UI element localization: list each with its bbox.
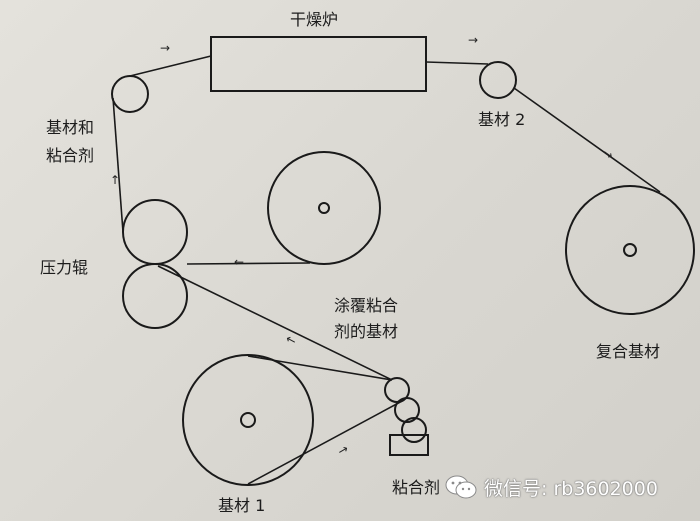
label-coated-line2: 剂的基材 (334, 322, 399, 341)
label-substrate-adhesive-line1: 基材和 (46, 118, 95, 137)
web-nip-to-middle-reel (186, 262, 311, 265)
substrate-1-reel-hub (240, 412, 256, 428)
web-coater-to-nip (157, 265, 393, 381)
dryer-oven (210, 36, 427, 92)
middle-reel-hub (318, 202, 330, 214)
web-vertical-left (112, 97, 124, 233)
web-substrate1-top-to-coater (247, 355, 393, 381)
composite-reel-hub (623, 243, 637, 257)
substrate-2-roller (479, 61, 517, 99)
wechat-icon (445, 475, 477, 499)
arrow-icon: ↑ (110, 173, 121, 187)
label-adhesive: 粘合剂 (392, 478, 441, 497)
web-roller2-to-composite (513, 87, 661, 193)
adhesive-tray (389, 434, 429, 456)
arrow-icon: ← (234, 255, 245, 269)
substrate-1-reel (182, 354, 314, 486)
web-to-dryer (129, 55, 212, 77)
watermark-text: 微信号: rb3602000 (484, 477, 658, 500)
web-dryer-to-roller2 (425, 61, 489, 65)
label-composite: 复合基材 (596, 342, 661, 361)
label-coated-line1: 涂覆粘合 (334, 296, 399, 315)
coater-roller-middle (394, 397, 420, 423)
label-substrate-adhesive-line2: 粘合剂 (46, 146, 95, 165)
label-press-roller: 压力辊 (40, 258, 89, 277)
label-substrate-2: 基材 2 (478, 110, 526, 129)
label-substrate-1: 基材 1 (218, 496, 266, 515)
composite-reel (565, 185, 695, 315)
middle-reel (267, 151, 381, 265)
arrow-icon: → (468, 33, 479, 47)
web-substrate1-bottom-to-coater (247, 399, 405, 485)
pressure-roller-lower (122, 263, 188, 329)
guide-roller (111, 75, 149, 113)
arrow-icon: → (160, 41, 171, 55)
coater-roller-bottom (401, 417, 427, 443)
label-dryer: 干燥炉 (290, 10, 339, 29)
watermark: 微信号: rb3602000 (444, 472, 658, 502)
pressure-roller-upper (122, 199, 188, 265)
